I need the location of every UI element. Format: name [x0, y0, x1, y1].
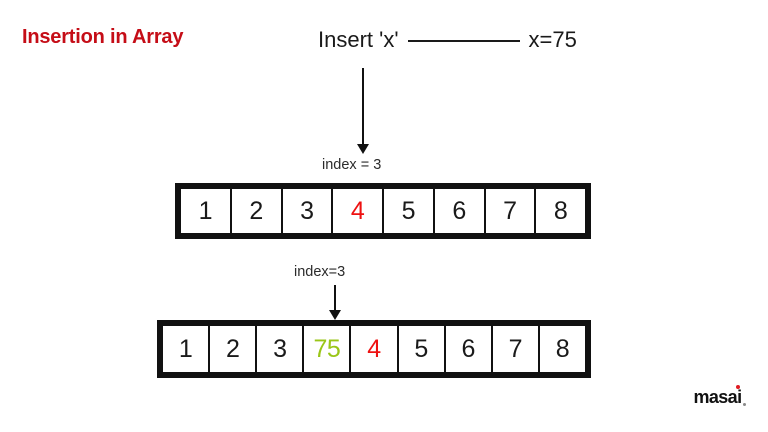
array-cell: 6	[434, 189, 486, 233]
array-cell: 5	[384, 189, 435, 233]
insert-header: Insert 'x' x=75	[318, 27, 577, 53]
array-after: 1 2 3 75 4 5 6 7 8	[157, 320, 591, 378]
i-dot-icon	[736, 385, 740, 389]
array-cell: 3	[282, 189, 334, 233]
array-before: 1 2 3 4 5 6 7 8	[175, 183, 591, 239]
array-cell: 8	[539, 326, 585, 372]
array-cell: 1	[163, 326, 211, 372]
arrow-head	[357, 144, 369, 154]
period-dot-icon	[743, 403, 746, 406]
array-cell: 1	[181, 189, 232, 233]
index-label-before: index = 3	[322, 157, 382, 173]
masai-wordmark: masai	[693, 385, 742, 408]
masai-logo: masai	[693, 385, 746, 408]
array-cell: 4	[351, 326, 399, 372]
insert-label: Insert 'x'	[318, 27, 399, 52]
array-cell: 5	[398, 326, 446, 372]
index-label-after: index=3	[294, 264, 346, 280]
array-cell: 3	[257, 326, 305, 372]
array-cell: 4	[333, 189, 384, 233]
arrow-shaft	[334, 285, 336, 311]
masai-wordmark-text: masai	[693, 387, 742, 407]
down-arrow-icon	[329, 285, 341, 320]
connector-line	[407, 40, 520, 42]
arrow-head	[329, 310, 341, 320]
down-arrow-icon	[357, 68, 369, 154]
array-cell: 2	[210, 326, 258, 372]
page-title: Insertion in Array	[22, 26, 184, 48]
array-cell: 7	[485, 189, 537, 233]
array-cell: 8	[536, 189, 585, 233]
insert-value-label: x=75	[528, 27, 577, 52]
array-cell: 6	[445, 326, 493, 372]
array-cell: 7	[492, 326, 540, 372]
array-cell: 2	[231, 189, 283, 233]
array-cell-inserted: 75	[304, 326, 352, 372]
arrow-shaft	[362, 68, 364, 145]
